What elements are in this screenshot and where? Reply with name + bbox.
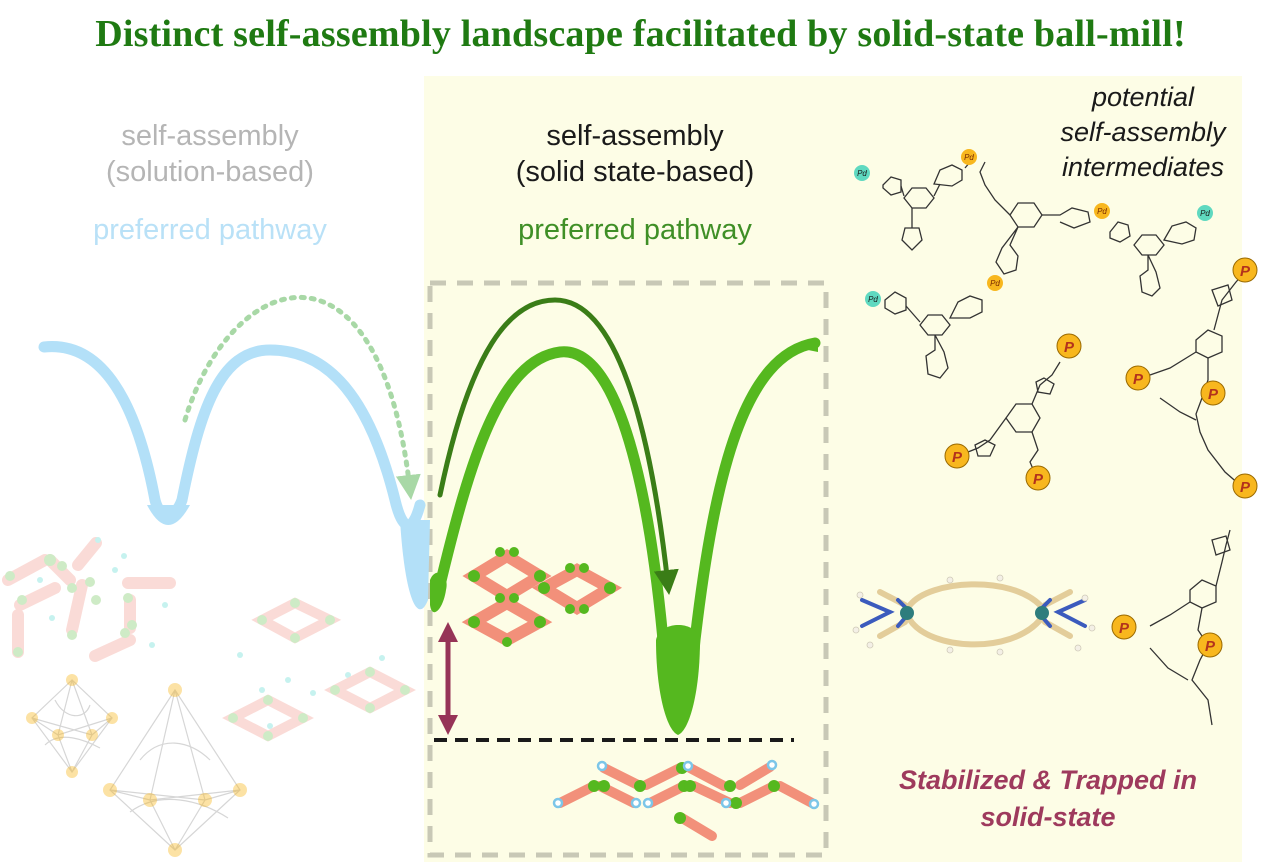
triazole-molecule-2 <box>1149 271 1246 486</box>
trapped-label: Stabilized & Trapped in solid-state <box>858 762 1238 836</box>
pd-badge: Pd <box>961 149 977 165</box>
pd-badge: Pd <box>1094 203 1110 219</box>
triazole-molecule-1 <box>967 361 1061 477</box>
intermediates-line3: intermediates <box>1061 152 1225 182</box>
p-badge-text: P <box>1119 620 1130 637</box>
triazine-molecule-2 <box>979 161 1091 275</box>
solid-heading: self-assembly (solid state-based) <box>450 118 820 190</box>
triazine-molecule-3 <box>1109 221 1197 297</box>
solid-pathway-arrow <box>437 297 679 595</box>
faded-pd-nodes <box>26 674 247 857</box>
faded-octahedral-cage-large <box>109 688 241 851</box>
trapped-line2: solid-state <box>980 802 1116 832</box>
pd-badge: Pd <box>865 291 881 307</box>
pd-badge-text: Pd <box>857 169 867 178</box>
solution-heading-line2: (solution-based) <box>106 156 314 188</box>
p-badge-text: P <box>952 449 963 466</box>
p-badge-text: P <box>1064 339 1075 356</box>
p-badge: P <box>944 443 970 469</box>
triazine-molecule-4 <box>884 291 983 379</box>
p-badge: P <box>1025 465 1051 491</box>
pd-badge: Pd <box>987 275 1003 291</box>
solution-energy-curve <box>38 341 430 610</box>
p-badge-text: P <box>1033 471 1044 488</box>
p-badge-text: P <box>1208 386 1219 403</box>
intermediates-label: potential self-assembly intermediates <box>1048 80 1238 185</box>
p-badge: P <box>1197 632 1223 658</box>
p-badge: P <box>1232 257 1258 283</box>
solution-pathway-label: preferred pathway <box>93 214 327 246</box>
p-badge-text: P <box>1240 479 1251 496</box>
dotted-transition-arrow <box>182 294 421 500</box>
solid-heading-line2: (solid state-based) <box>515 156 755 188</box>
metallacycle-structure <box>852 574 1096 656</box>
page-title: Distinct self-assembly landscape facilit… <box>95 13 1186 55</box>
p-badge: P <box>1200 380 1226 406</box>
pd-badge-text: Pd <box>1200 209 1210 218</box>
polymer-chain-assembly <box>552 759 820 841</box>
rhombic-assemblies <box>461 547 623 647</box>
p-badge-text: P <box>1205 638 1216 655</box>
p-badge-text: P <box>1133 371 1144 388</box>
pd-badge-text: Pd <box>868 295 878 304</box>
solution-heading: self-assembly (solution-based) <box>40 118 380 190</box>
faded-octahedral-cage-small <box>31 679 113 774</box>
p-badge: P <box>1111 614 1137 640</box>
pd-badge-text: Pd <box>990 279 1000 288</box>
intermediates-line1: potential <box>1091 82 1195 112</box>
pd-badge: Pd <box>1197 205 1213 221</box>
intermediates-line2: self-assembly <box>1060 117 1226 147</box>
pd-badge-text: Pd <box>964 153 974 162</box>
faded-solution-fragments <box>2 537 416 742</box>
pd-badge: Pd <box>854 165 870 181</box>
trapped-line1: Stabilized & Trapped in <box>898 765 1198 795</box>
solution-heading-line1: self-assembly <box>121 120 299 152</box>
solid-state-dashed-box <box>427 280 829 858</box>
pd-badge-text: Pd <box>1097 207 1107 216</box>
triazine-molecule-1 <box>882 161 971 251</box>
triazole-molecule-3 <box>1149 529 1231 726</box>
p-badge: P <box>1232 473 1258 499</box>
solid-energy-curve <box>430 337 821 735</box>
p-badge: P <box>1125 365 1151 391</box>
solid-heading-line1: self-assembly <box>546 120 724 152</box>
p-badge: P <box>1056 333 1082 359</box>
solid-pathway-label: preferred pathway <box>518 214 752 246</box>
p-badge-text: P <box>1240 263 1251 280</box>
